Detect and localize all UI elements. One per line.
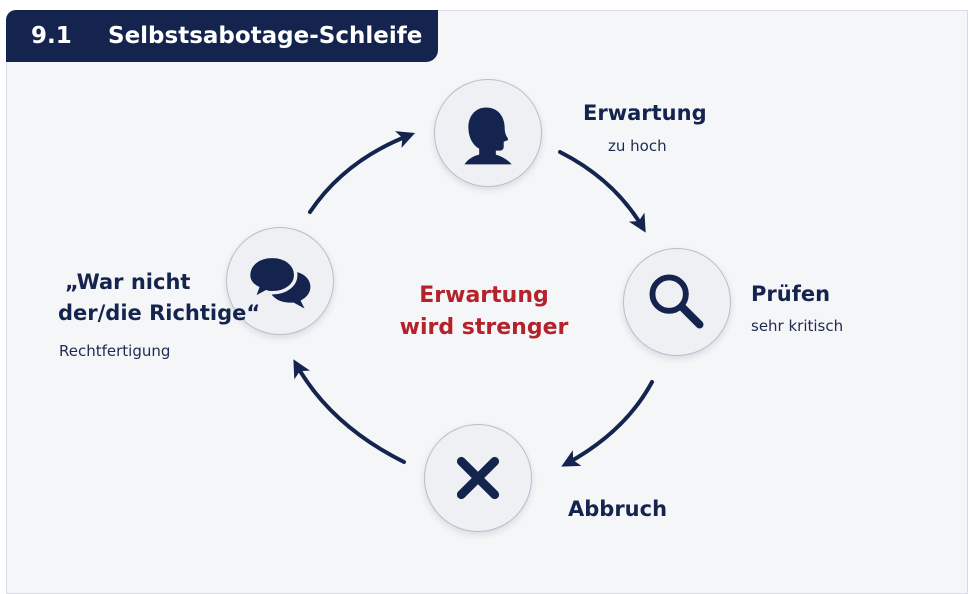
arrow-left-to-top — [308, 131, 416, 214]
head-icon — [464, 107, 512, 165]
center-label-line1: Erwartung — [419, 283, 549, 308]
arrow-right-to-bottom — [561, 380, 654, 467]
x-icon — [456, 456, 500, 500]
node-left-title-line1: „War nicht — [65, 270, 191, 294]
node-pruefen — [623, 248, 731, 356]
node-abbruch-title: Abbruch — [568, 497, 668, 521]
node-erwartung — [434, 79, 542, 187]
node-erwartung-title: Erwartung — [583, 101, 707, 125]
section-header: 9.1 Selbstsabotage-Schleife — [6, 10, 438, 62]
node-pruefen-subtitle: sehr kritisch — [751, 317, 844, 335]
magnifier-icon — [649, 274, 704, 329]
node-abbruch — [424, 424, 532, 532]
node-erwartung-subtitle: zu hoch — [608, 137, 667, 155]
node-pruefen-title: Prüfen — [751, 282, 831, 306]
arrow-top-to-right — [558, 150, 646, 233]
speech-bubbles-icon — [246, 254, 311, 309]
center-label-line2: wird strenger — [399, 315, 569, 340]
center-label: Erwartung wird strenger — [384, 280, 584, 344]
section-title: Selbstsabotage-Schleife — [108, 23, 423, 49]
section-number: 9.1 — [31, 23, 72, 49]
node-left-title-line2: der/die Richtige“ — [58, 301, 261, 325]
node-left-subtitle: Rechtfertigung — [59, 342, 171, 360]
node-rechtfertigung — [226, 227, 334, 335]
arrow-bottom-to-left — [293, 359, 406, 464]
